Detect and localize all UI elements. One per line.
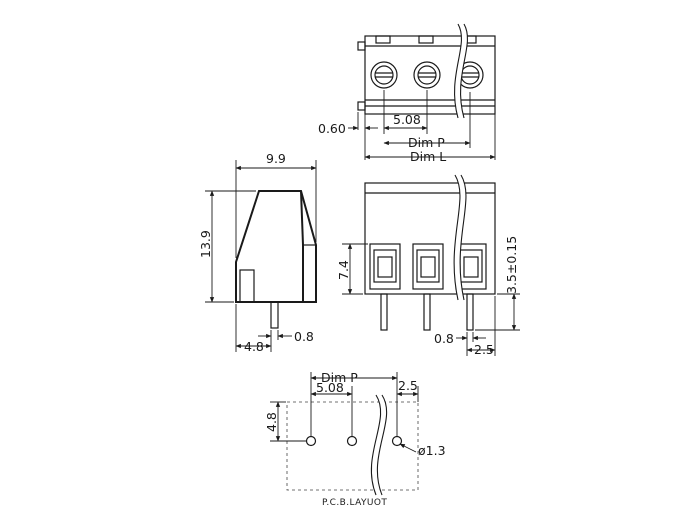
dim-2-5-front: 2.5 (474, 342, 494, 357)
dim-0-60: 0.60 (318, 121, 346, 136)
side-dim-width: 9.9 (235, 151, 317, 258)
dim-p-top: Dim P (408, 135, 445, 150)
dim-2-5-pcb: 2.5 (398, 378, 418, 393)
front-pins (380, 293, 474, 331)
dim-9-9: 9.9 (266, 151, 286, 166)
dim-l-top: Dim L (410, 149, 446, 164)
dim-5-08-pcb: 5.08 (316, 380, 344, 395)
dim-4-8-pcb: 4.8 (264, 412, 279, 432)
front-view: 7.4 3.5±0.15 0.8 2.5 (336, 174, 520, 357)
top-break-line (454, 23, 468, 119)
pcb-dims: Dim P 5.08 2.5 4.8 ø1.3 (264, 370, 446, 458)
pcb-layout: Dim P 5.08 2.5 4.8 ø1.3 P.C.B.LAYUOT (264, 370, 446, 508)
front-dim-pin-width: 0.8 2.5 (434, 296, 496, 357)
dim-5-08-top: 5.08 (393, 112, 421, 127)
top-dim-row-1: 0.60 5.08 (318, 90, 496, 160)
top-dim-l: Dim L (364, 149, 496, 164)
dim-4-8-side: 4.8 (244, 339, 264, 354)
front-body (364, 182, 496, 295)
dim-3-5: 3.5±0.15 (504, 236, 519, 294)
top-view-body (357, 35, 496, 115)
dim-13-9: 13.9 (198, 230, 213, 258)
dim-0-8-side: 0.8 (294, 329, 314, 344)
pcb-break-line (370, 394, 388, 496)
top-dim-p: Dim P (383, 135, 471, 150)
front-dim-height: 7.4 (336, 243, 368, 295)
front-dim-pin-length: 3.5±0.15 (475, 236, 520, 331)
pcb-holes (305, 435, 403, 447)
pcb-caption: P.C.B.LAYUOT (322, 498, 387, 508)
front-break-line (453, 174, 467, 301)
side-body (235, 190, 317, 329)
top-view: 0.60 5.08 Dim P Dim L (318, 23, 496, 164)
side-dim-height: 13.9 (198, 190, 256, 303)
dim-0-8-front: 0.8 (434, 331, 454, 346)
side-dim-pin: 4.8 0.8 (235, 304, 314, 354)
dim-hole-dia: ø1.3 (418, 443, 446, 458)
dim-p-pcb: Dim P (321, 370, 358, 385)
side-view: 9.9 13.9 4.8 0.8 (198, 151, 317, 354)
dim-7-4: 7.4 (336, 260, 351, 280)
screw-heads (370, 61, 484, 89)
